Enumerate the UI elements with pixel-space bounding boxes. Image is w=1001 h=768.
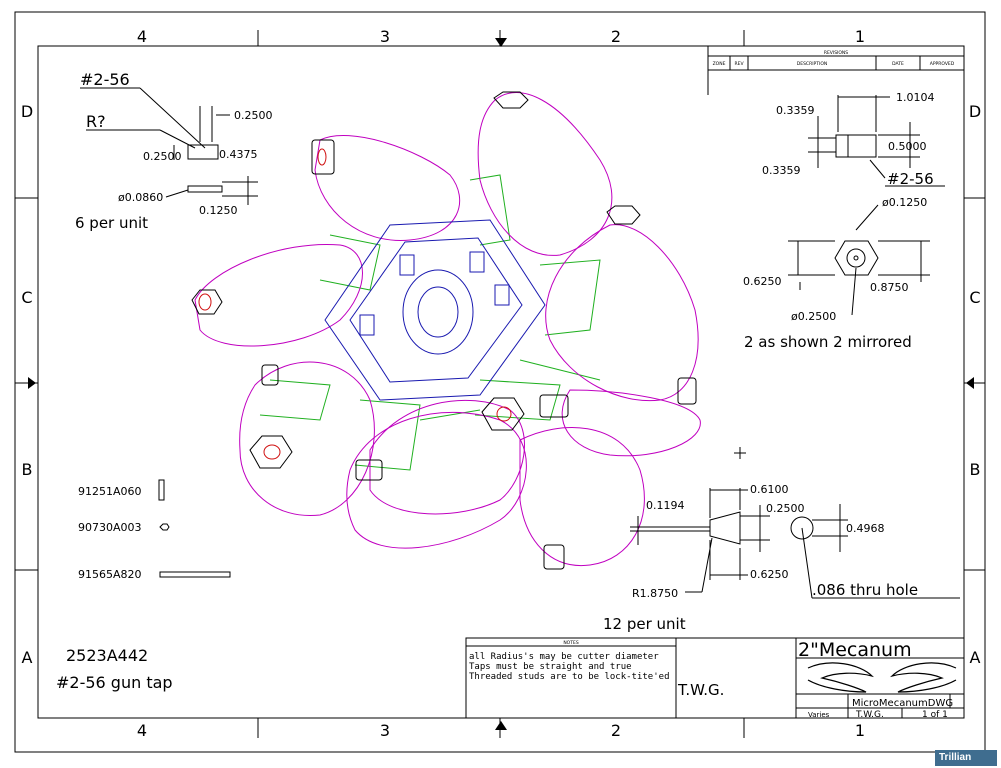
screw-qty: 6 per unit <box>75 214 148 232</box>
part-3: 91565A820 <box>78 568 142 581</box>
sheet-number: 1 of 1 <box>922 710 948 720</box>
wheel-nuts <box>191 91 697 570</box>
note-line-1: all Radius's may be cutter diameter <box>469 652 659 662</box>
zone-top-1: 1 <box>855 27 865 46</box>
drawing-title: 2"Mecanum <box>798 639 912 661</box>
zone-right-B: B <box>970 460 981 479</box>
part-1: 91251A060 <box>78 485 142 498</box>
zone-right-A: A <box>970 648 981 667</box>
mecanum-wheel-assembly <box>191 91 701 570</box>
hub-dim-3: 0.8750 <box>870 281 909 294</box>
centering-arrows <box>28 38 974 730</box>
screw-dim-5: 0.1250 <box>199 204 238 217</box>
zone-bottom-4: 4 <box>137 721 147 740</box>
part-2: 90730A003 <box>78 521 142 534</box>
file-name: MicroMecanumDWG <box>852 698 953 709</box>
drawn-by: T.W.G. <box>855 710 884 720</box>
scale-value: Varies <box>808 711 830 719</box>
wheel-struts <box>259 174 601 471</box>
tap-name: #2-56 gun tap <box>56 673 173 692</box>
note-line-3: Threaded studs are to be lock-tite'ed <box>469 672 669 682</box>
zone-right-D: D <box>969 102 981 121</box>
zone-bottom-1: 1 <box>855 721 865 740</box>
trillian-taskbar-button[interactable]: Trillian <box>935 750 997 766</box>
roller-dim-1: 0.6100 <box>750 483 789 496</box>
screw-dim-1: 0.2500 <box>234 109 273 122</box>
block-detail: 1.0104 0.3359 0.5000 0.3359 #2-56 <box>762 91 945 188</box>
zone-right-C: C <box>969 288 980 307</box>
inner-frame <box>37 45 965 719</box>
rev-col-date: DATE <box>892 61 904 67</box>
roller-dim-6: 0.6250 <box>750 568 789 581</box>
zone-left-C: C <box>21 288 32 307</box>
center-crosshair <box>734 447 746 459</box>
block-dim-2: 0.3359 <box>776 104 815 117</box>
outer-frame <box>14 11 986 753</box>
screw-radius-label: R? <box>86 112 106 131</box>
tribal-logo <box>807 662 957 693</box>
hub-dim-1: ø0.1250 <box>882 196 927 209</box>
hub-dim-2: 0.6250 <box>743 275 782 288</box>
parts-list: 91251A060 90730A003 91565A820 <box>78 479 231 581</box>
zone-left-D: D <box>21 102 33 121</box>
zone-top-3: 3 <box>380 27 390 46</box>
wheel-rollers <box>194 92 701 567</box>
roller-detail: 0.6100 0.1194 0.2500 0.4968 R1.8750 0.62… <box>603 483 960 633</box>
revisions-title: REVISIONS <box>824 50 848 56</box>
zone-left-B: B <box>22 460 33 479</box>
rev-col-description: DESCRIPTION <box>797 61 827 67</box>
screw-thread-label: #2-56 <box>80 70 130 89</box>
roller-dim-4: 0.4968 <box>846 522 885 535</box>
zone-ticks <box>15 30 985 738</box>
zone-labels: 4 3 2 1 4 3 2 1 D C B A D C B A <box>21 27 981 740</box>
roller-hole-note: .086 thru hole <box>812 581 918 599</box>
author-label: T.W.G. <box>677 681 724 699</box>
notes-header: NOTES <box>563 640 579 646</box>
rev-col-zone: ZONE <box>713 61 726 67</box>
roller-dim-5: R1.8750 <box>632 587 678 600</box>
rev-col-rev: REV <box>734 61 744 67</box>
zone-bottom-3: 3 <box>380 721 390 740</box>
wheel-hub <box>324 219 546 401</box>
title-block: T.W.G. 2"Mecanum MicroMecanumDWG Varies … <box>675 637 965 720</box>
screw-dim-4: ø0.0860 <box>118 191 163 204</box>
zone-bottom-2: 2 <box>611 721 621 740</box>
zone-top-2: 2 <box>611 27 621 46</box>
hub-detail: ø0.1250 0.6250 0.8750 ø0.2500 2 as shown… <box>743 196 930 351</box>
note-line-2: Taps must be straight and true <box>469 662 632 672</box>
hub-dim-4: ø0.2500 <box>791 310 836 323</box>
block-dim-3: 0.5000 <box>888 140 927 153</box>
hub-note: 2 as shown 2 mirrored <box>744 333 912 351</box>
block-thread-label: #2-56 <box>887 170 934 188</box>
rev-col-approved: APPROVED <box>930 61 955 67</box>
screw-dim-2: 0.2500 <box>143 150 182 163</box>
block-dim-1: 1.0104 <box>896 91 935 104</box>
zone-left-A: A <box>22 648 33 667</box>
tap-part-number: 2523A442 <box>66 646 148 665</box>
block-dim-4: 0.3359 <box>762 164 801 177</box>
revisions-table: REVISIONS ZONE REV DESCRIPTION DATE APPR… <box>707 45 965 95</box>
screw-dim-3: 0.4375 <box>219 148 258 161</box>
screw-detail: #2-56 R? 0.2500 0.2500 0.4375 ø0.0860 0.… <box>75 70 273 232</box>
notes-block: NOTES all Radius's may be cutter diamete… <box>465 637 677 719</box>
roller-dim-2: 0.1194 <box>646 499 685 512</box>
stud-holes <box>198 148 512 460</box>
zone-top-4: 4 <box>137 27 147 46</box>
roller-qty: 12 per unit <box>603 615 686 633</box>
roller-dim-3: 0.2500 <box>766 502 805 515</box>
